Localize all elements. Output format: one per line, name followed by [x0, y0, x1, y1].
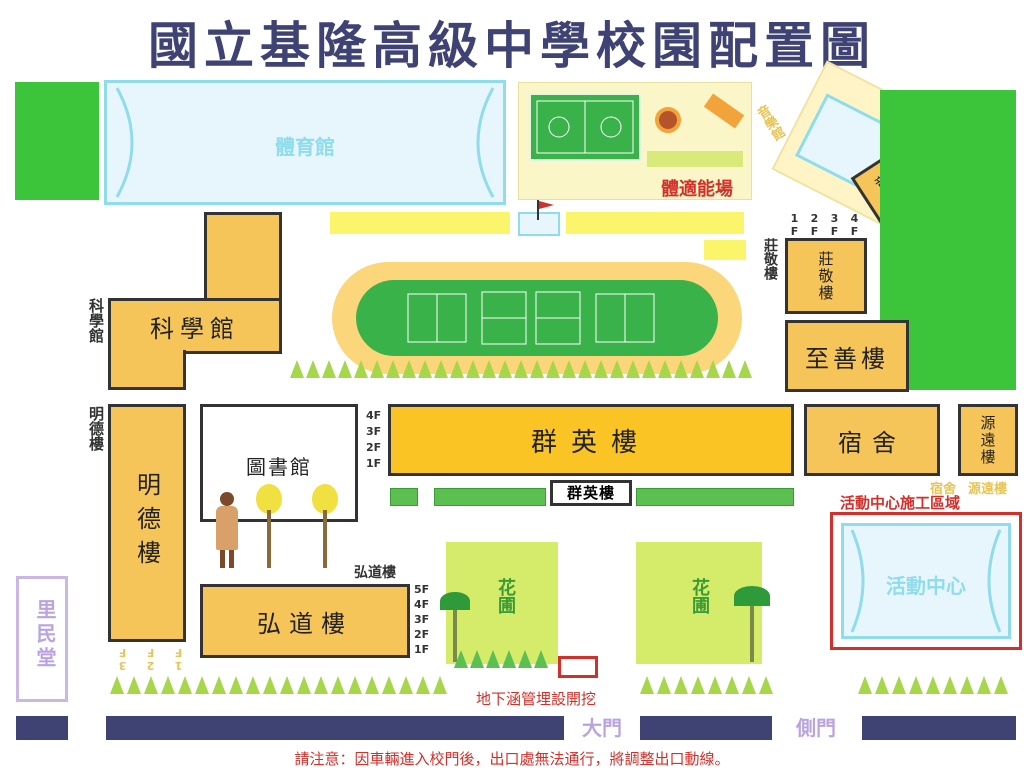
hongdao-floor-4f: 4F [414, 598, 430, 611]
zhuangjing-floor-4f: 4F [848, 212, 861, 238]
qunying-floor-1f: 1F [366, 457, 382, 470]
activity-center[interactable]: 活動中心 [841, 523, 1011, 639]
gym-label: 體育館 [275, 135, 335, 159]
library-tree-2 [310, 484, 340, 570]
activity-center-lines [850, 529, 1002, 633]
limin-hall[interactable]: 里民堂 [16, 576, 68, 702]
hongdao-label: 弘道樓 [354, 565, 396, 581]
zhuangjing-floor-3f: 3F [828, 212, 841, 238]
running-track[interactable] [332, 262, 742, 374]
activity-center-label: 活動中心 [886, 574, 966, 598]
hongdao-floor-5f: 5F [414, 583, 430, 596]
shot-put-circle [655, 107, 681, 133]
science-hall-lower[interactable] [108, 350, 186, 390]
qunying-floor-2f: 2F [366, 441, 382, 454]
road-segment-right [862, 716, 1016, 740]
qunying-sign: 群英樓 [550, 480, 632, 506]
science-hall-upper[interactable] [204, 212, 282, 302]
map-title: 國立基隆高級中學校園配置圖 [148, 17, 876, 75]
excavation-zone[interactable] [558, 656, 598, 678]
garden-right-label: 花圃 [689, 578, 710, 614]
mingde-floors: 3F 2F 1F [116, 646, 186, 672]
gym[interactable]: 體育館 [104, 80, 506, 205]
main-gate[interactable]: 大門 [582, 716, 622, 740]
dorm-building[interactable]: 宿舍 [804, 404, 940, 476]
road-segment-middle [640, 716, 772, 740]
construction-notice: 活動中心施工區域 [840, 494, 961, 512]
hedge-right [636, 488, 794, 506]
qunying-floors: 4F 3F 2F 1F [366, 410, 388, 474]
small-yellow-plot [704, 240, 746, 260]
palm-tree-icon [440, 592, 470, 662]
garden-left-label: 花圃 [495, 578, 516, 614]
science-hall[interactable]: 科學館 [108, 298, 282, 354]
walkway-right [566, 212, 744, 234]
fitness-field-label: 體適能場 [661, 179, 733, 200]
hongdao-floor-3f: 3F [414, 613, 430, 626]
qunying-floor-3f: 3F [366, 425, 382, 438]
flag-icon [536, 200, 556, 220]
hongdao-floors: 5F 4F 3F 2F 1F [414, 584, 436, 659]
grass-area-top-left [15, 82, 99, 200]
dorm-label: 宿舍 [930, 482, 957, 497]
road-segment-left [106, 716, 564, 740]
hedge-left [434, 488, 546, 506]
construction-zone[interactable]: 活動中心 [830, 512, 1022, 650]
garden-tree-row [454, 650, 564, 672]
library-label: 圖書館 [246, 455, 312, 479]
fitness-basketball-court [529, 93, 641, 161]
fitness-track [647, 151, 743, 167]
person-figure-icon [212, 492, 244, 570]
walkway-left [330, 212, 510, 234]
yuanyuan-label: 源遠樓 [968, 482, 1008, 497]
qunying-building[interactable]: 群英樓 [388, 404, 794, 476]
science-hall-label: 科學館 [87, 298, 105, 343]
zhuangjing-floor-2f: 2F [808, 212, 821, 238]
zhuangjing-building[interactable]: 莊敬樓 [785, 238, 867, 314]
limin-hall-label: 里民堂 [33, 599, 57, 671]
mingde-label: 明德樓 [87, 406, 105, 451]
footer-notice: 請注意：因車輛進入校門後，出口處無法通行，將調整出口動線。 [294, 750, 730, 768]
road-segment-far-left [16, 716, 68, 740]
library-tree-1 [254, 484, 284, 570]
side-gate[interactable]: 側門 [796, 716, 836, 740]
long-jump-pit [703, 93, 745, 129]
mingde-building[interactable]: 明德樓 [108, 404, 186, 642]
mingde-floor-1f: 1F [172, 646, 185, 672]
zhuangjing-floor-1f: 1F [788, 212, 801, 238]
tree-row-bottom-left [110, 672, 450, 698]
hedge-left-small [390, 488, 418, 506]
music-hall-label: 音樂館 [752, 103, 787, 144]
court-lines [536, 100, 634, 154]
excavation-notice: 地下涵管埋設開挖 [476, 690, 597, 708]
yuanyuan-building[interactable]: 源遠樓 [958, 404, 1018, 476]
hongdao-floor-2f: 2F [414, 628, 430, 641]
mingde-floor-2f: 2F [144, 646, 157, 672]
zhuangjing-label: 莊敬樓 [762, 238, 778, 280]
mingde-floor-3f: 3F [116, 646, 129, 672]
tree-row-bottom-right [858, 672, 1018, 698]
hongdao-building[interactable]: 弘道樓 [200, 584, 410, 658]
qunying-floor-4f: 4F [366, 409, 382, 422]
hongdao-floor-1f: 1F [414, 643, 430, 656]
tree-row-bottom-middle [640, 672, 780, 698]
fitness-field[interactable]: 體適能場 [518, 82, 752, 200]
palm-tree-icon [732, 586, 772, 662]
gym-court-lines [115, 87, 495, 198]
tree-row-track [290, 354, 752, 384]
zhishan-building[interactable]: 至善樓 [785, 320, 909, 392]
track-courts [407, 291, 655, 345]
